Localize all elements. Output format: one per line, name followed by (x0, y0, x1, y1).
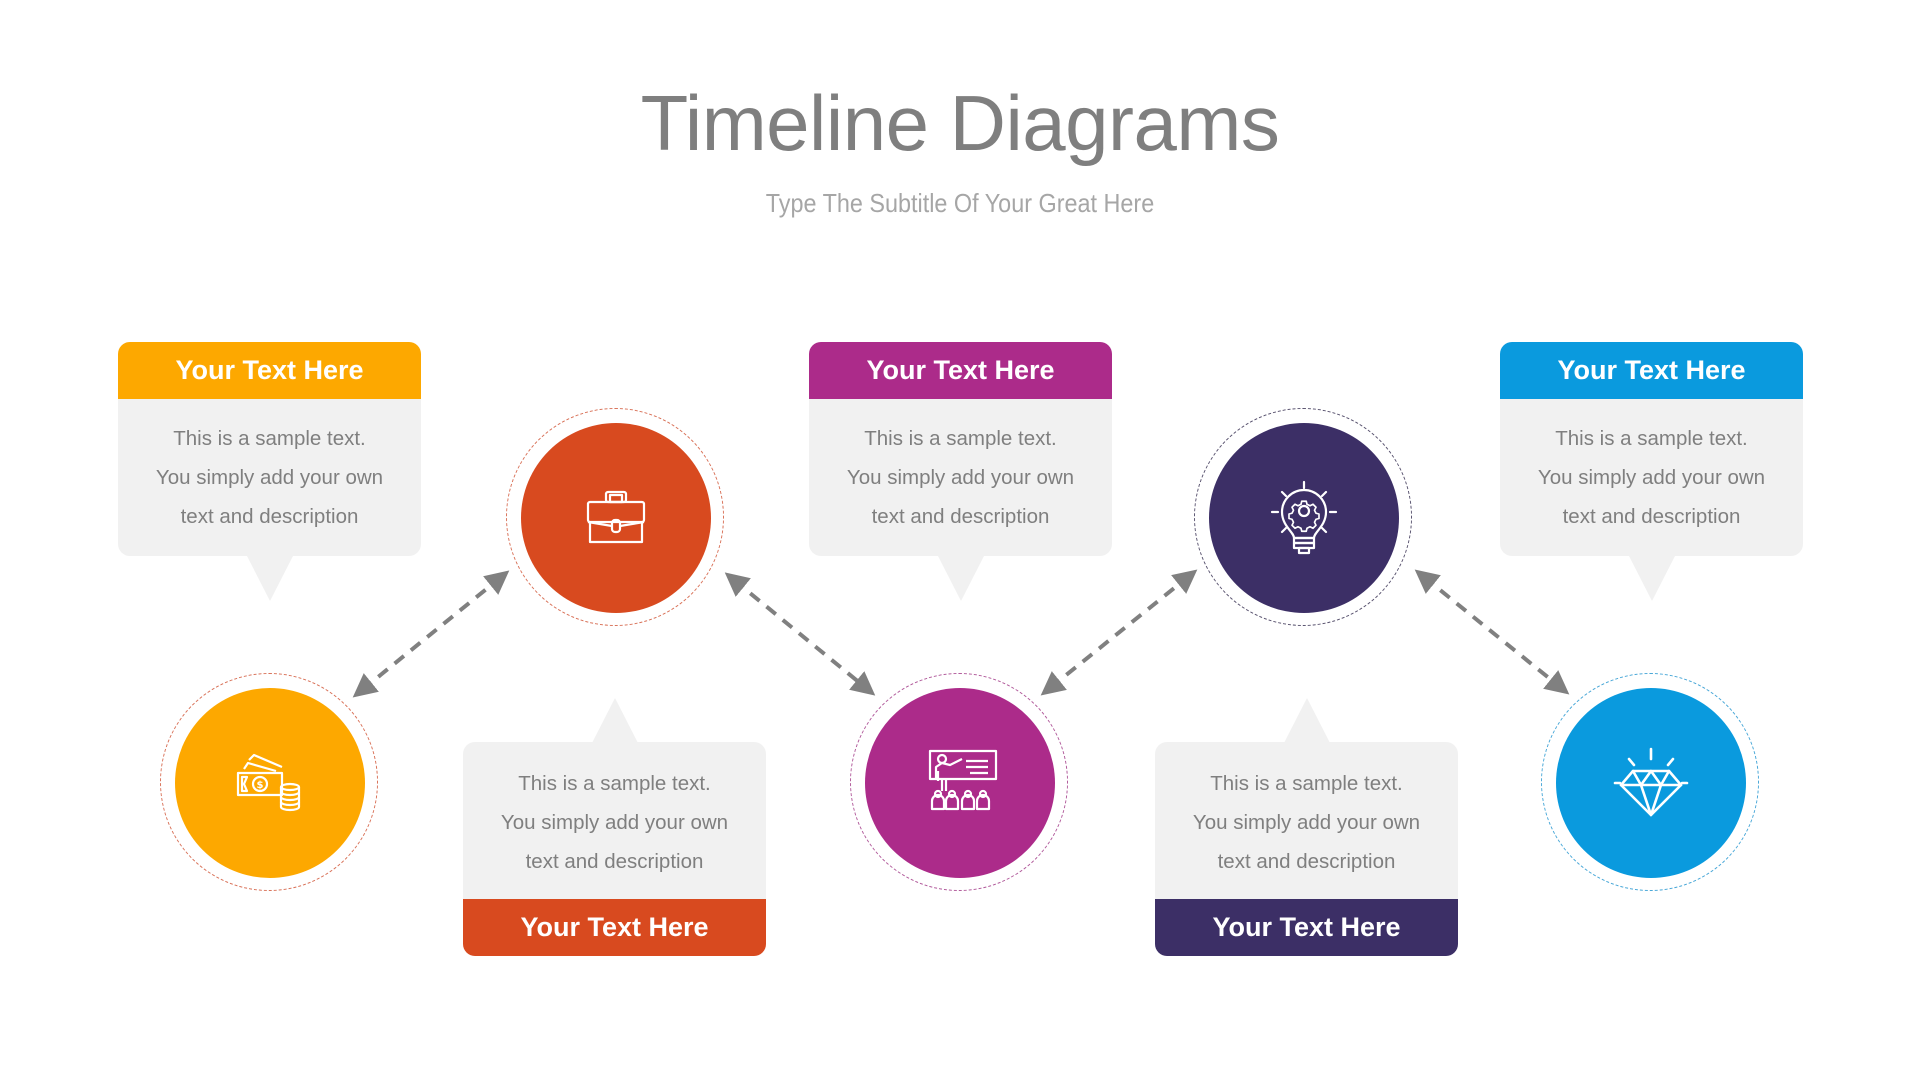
step-5-circle (1556, 688, 1746, 878)
arrow-2-3 (724, 572, 876, 696)
page-title: Timeline Diagrams (640, 79, 1280, 167)
money-coins-icon: $ (236, 753, 301, 812)
presentation-audience-icon (928, 749, 998, 811)
dashed-ring (160, 673, 378, 891)
dashed-ring (506, 408, 724, 626)
step-2-circle (521, 423, 711, 613)
step-1-circle: $ (175, 688, 365, 878)
description-line: text and description (1217, 850, 1396, 873)
step-1-description: This is a sample text. You simply add yo… (118, 399, 421, 556)
step-5-node (1541, 673, 1761, 893)
step-4-node (1194, 408, 1414, 628)
callout-pointer (246, 556, 293, 601)
dashed-ring (1194, 408, 1412, 626)
step-3-circle (865, 688, 1055, 878)
description-line: This is a sample text. (1210, 772, 1403, 795)
description-line: text and description (180, 505, 359, 528)
step-2-description: This is a sample text. You simply add yo… (463, 742, 766, 899)
description-line: This is a sample text. (518, 772, 711, 795)
step-2-node (506, 408, 726, 628)
briefcase-icon (586, 490, 646, 544)
arrow-1-2 (352, 570, 510, 698)
step-3-description: This is a sample text. You simply add yo… (809, 399, 1112, 556)
description-line: This is a sample text. (173, 427, 366, 450)
step-2-heading: Your Text Here (463, 899, 766, 956)
svg-text:$: $ (257, 780, 264, 791)
dashed-ring (850, 673, 1068, 891)
callout-pointer (1628, 556, 1675, 601)
description-line: text and description (525, 850, 704, 873)
step-1-heading: Your Text Here (118, 342, 421, 399)
step-5-heading: Your Text Here (1500, 342, 1803, 399)
page-subtitle: Type The Subtitle Of Your Great Here (765, 188, 1155, 218)
step-2-card: This is a sample text. You simply add yo… (463, 698, 766, 956)
description-line: You simply add your own (1192, 811, 1421, 834)
description-line: This is a sample text. (864, 427, 1057, 450)
step-5-card: Your Text Here This is a sample text. Yo… (1500, 342, 1803, 601)
step-5-description: This is a sample text. You simply add yo… (1500, 399, 1803, 556)
step-4-circle (1209, 423, 1399, 613)
step-1-node: $ (160, 673, 380, 893)
description-line: text and description (871, 505, 1050, 528)
description-line: You simply add your own (846, 466, 1075, 489)
step-4-card: This is a sample text. You simply add yo… (1155, 698, 1458, 956)
lightbulb-gear-icon (1270, 480, 1338, 555)
callout-pointer (1283, 698, 1330, 743)
step-3-node (850, 673, 1070, 893)
description-line: You simply add your own (1537, 466, 1766, 489)
description-line: You simply add your own (155, 466, 384, 489)
step-3-card: Your Text Here This is a sample text. Yo… (809, 342, 1112, 601)
step-3-heading: Your Text Here (809, 342, 1112, 399)
arrow-4-5 (1414, 569, 1570, 695)
dashed-ring (1541, 673, 1759, 891)
callout-pointer (591, 698, 638, 743)
description-line: This is a sample text. (1555, 427, 1748, 450)
callout-pointer (937, 556, 984, 601)
step-4-heading: Your Text Here (1155, 899, 1458, 956)
arrow-3-4 (1040, 569, 1198, 696)
description-line: You simply add your own (500, 811, 729, 834)
diamond-icon (1613, 747, 1689, 817)
description-line: text and description (1562, 505, 1741, 528)
step-4-description: This is a sample text. You simply add yo… (1155, 742, 1458, 899)
step-1-card: Your Text Here This is a sample text. Yo… (118, 342, 421, 601)
